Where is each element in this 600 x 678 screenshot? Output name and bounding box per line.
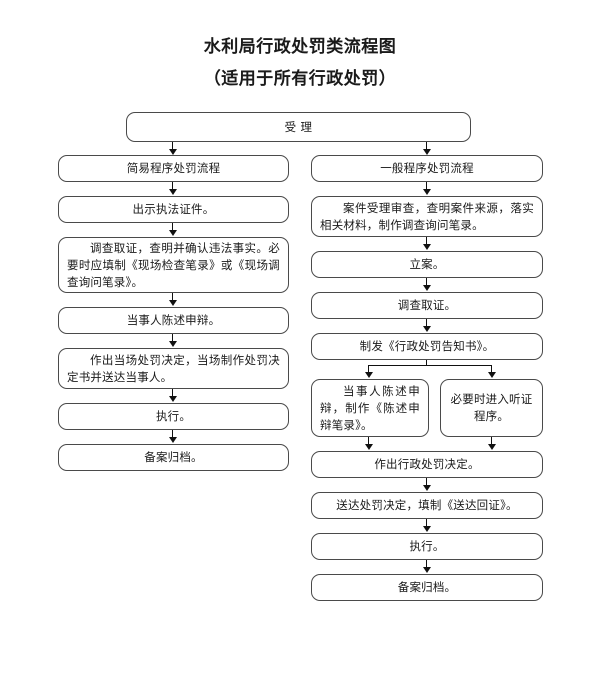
connector-simple-6	[172, 430, 174, 439]
node-general-step-2[interactable]: 立案。	[311, 251, 543, 278]
arrowhead-intake-to-general	[423, 149, 431, 155]
node-general-archive[interactable]: 备案归档。	[311, 574, 543, 601]
connector-simple-2	[172, 223, 174, 232]
node-general-step-2-label: 立案。	[409, 257, 445, 271]
arrowhead-general-4	[423, 326, 431, 332]
node-general-parallel-hearing-label: 必要时进入听证程序。	[450, 392, 533, 423]
arrowhead-general-2	[423, 244, 431, 250]
node-simple-header-label: 简易程序处罚流程	[126, 161, 221, 175]
node-general-execute-label: 执行。	[409, 539, 445, 553]
node-general-decision[interactable]: 作出行政处罚决定。	[311, 451, 543, 478]
connector-simple-5	[172, 389, 174, 398]
node-simple-step-6-label: 备案归档。	[144, 450, 203, 464]
arrowhead-merge-right	[488, 444, 496, 450]
node-general-delivery-label: 送达处罚决定，填制《送达回证》。	[336, 498, 518, 512]
arrowhead-general-5	[423, 485, 431, 491]
node-general-header[interactable]: 一般程序处罚流程	[311, 155, 543, 182]
node-general-archive-label: 备案归档。	[397, 580, 457, 594]
arrowhead-split-left	[365, 372, 373, 378]
arrowhead-general-1	[423, 189, 431, 195]
connector-general-2	[426, 237, 428, 246]
arrowhead-general-7	[423, 567, 431, 573]
connector-simple-3	[172, 293, 174, 302]
node-general-step-3-label: 调查取证。	[397, 298, 457, 312]
arrowhead-simple-2	[169, 230, 177, 236]
node-simple-step-1[interactable]: 出示执法证件。	[58, 196, 289, 223]
connector-split-left	[368, 365, 370, 374]
connector-general-3	[426, 278, 428, 287]
arrowhead-general-6	[423, 526, 431, 532]
arrowhead-simple-5	[169, 396, 177, 402]
connector-simple-1	[172, 182, 174, 191]
page-subtitle: （适用于所有行政处罚）	[203, 69, 397, 89]
connector-general-4	[426, 319, 428, 328]
connector-general-6	[426, 519, 428, 528]
node-simple-step-2[interactable]: 调查取证，查明并确认违法事实。必要时应填制《现场检查笔录》或《现场调查询问笔录》…	[58, 237, 289, 293]
node-intake-label: 受 理	[284, 119, 313, 134]
node-general-parallel-statement-label: 当事人陈述申辩，制作《陈述申辩笔录》。	[320, 383, 420, 432]
node-simple-step-1-label: 出示执法证件。	[132, 202, 215, 216]
connector-general-5	[426, 478, 428, 487]
node-simple-step-4-label: 作出当场处罚决定，当场制作处罚决定书并送达当事人。	[67, 352, 280, 384]
node-general-delivery[interactable]: 送达处罚决定，填制《送达回证》。	[311, 492, 543, 519]
node-general-step-4-label: 制发《行政处罚告知书》。	[359, 339, 495, 353]
arrowhead-simple-4	[169, 341, 177, 347]
connector-intake-to-simple	[172, 142, 174, 151]
arrowhead-simple-6	[169, 437, 177, 443]
node-simple-header[interactable]: 简易程序处罚流程	[58, 155, 289, 182]
node-general-decision-label: 作出行政处罚决定。	[374, 457, 480, 471]
node-general-step-3[interactable]: 调查取证。	[311, 292, 543, 319]
connector-general-1	[426, 182, 428, 191]
node-simple-step-6[interactable]: 备案归档。	[58, 444, 289, 471]
connector-split-horizontal	[368, 365, 492, 367]
page-title: 水利局行政处罚类流程图	[203, 37, 397, 57]
node-simple-step-4[interactable]: 作出当场处罚决定，当场制作处罚决定书并送达当事人。	[58, 348, 289, 389]
title-block: 水利局行政处罚类流程图 （适用于所有行政处罚）	[0, 34, 600, 92]
node-intake[interactable]: 受 理	[126, 112, 471, 142]
connector-split-stem	[426, 360, 428, 366]
connector-simple-4	[172, 334, 174, 343]
connector-general-7	[426, 560, 428, 569]
node-general-header-label: 一般程序处罚流程	[380, 161, 474, 175]
connector-merge-right	[491, 437, 493, 446]
arrowhead-simple-1	[169, 189, 177, 195]
node-simple-step-2-label: 调查取证，查明并确认违法事实。必要时应填制《现场检查笔录》或《现场调查询问笔录》…	[67, 240, 280, 289]
arrowhead-intake-to-simple	[169, 149, 177, 155]
node-general-step-1-label: 案件受理审查，查明案件来源，落实相关材料，制作调查询问笔录。	[320, 200, 534, 232]
node-simple-step-3-label: 当事人陈述申辩。	[126, 313, 221, 327]
node-simple-step-5[interactable]: 执行。	[58, 403, 289, 430]
node-simple-step-5-label: 执行。	[155, 409, 192, 423]
connector-split-right	[491, 365, 493, 374]
node-simple-step-3[interactable]: 当事人陈述申辩。	[58, 307, 289, 334]
node-general-parallel-statement[interactable]: 当事人陈述申辩，制作《陈述申辩笔录》。	[311, 379, 429, 437]
arrowhead-split-right	[488, 372, 496, 378]
arrowhead-general-3	[423, 285, 431, 291]
arrowhead-simple-3	[169, 300, 177, 306]
node-general-parallel-hearing[interactable]: 必要时进入听证程序。	[440, 379, 543, 437]
node-general-execute[interactable]: 执行。	[311, 533, 543, 560]
node-general-step-4[interactable]: 制发《行政处罚告知书》。	[311, 333, 543, 360]
connector-intake-to-general	[426, 142, 428, 151]
node-general-step-1[interactable]: 案件受理审查，查明案件来源，落实相关材料，制作调查询问笔录。	[311, 196, 543, 237]
connector-merge-left	[368, 437, 370, 446]
arrowhead-merge-left	[365, 444, 373, 450]
